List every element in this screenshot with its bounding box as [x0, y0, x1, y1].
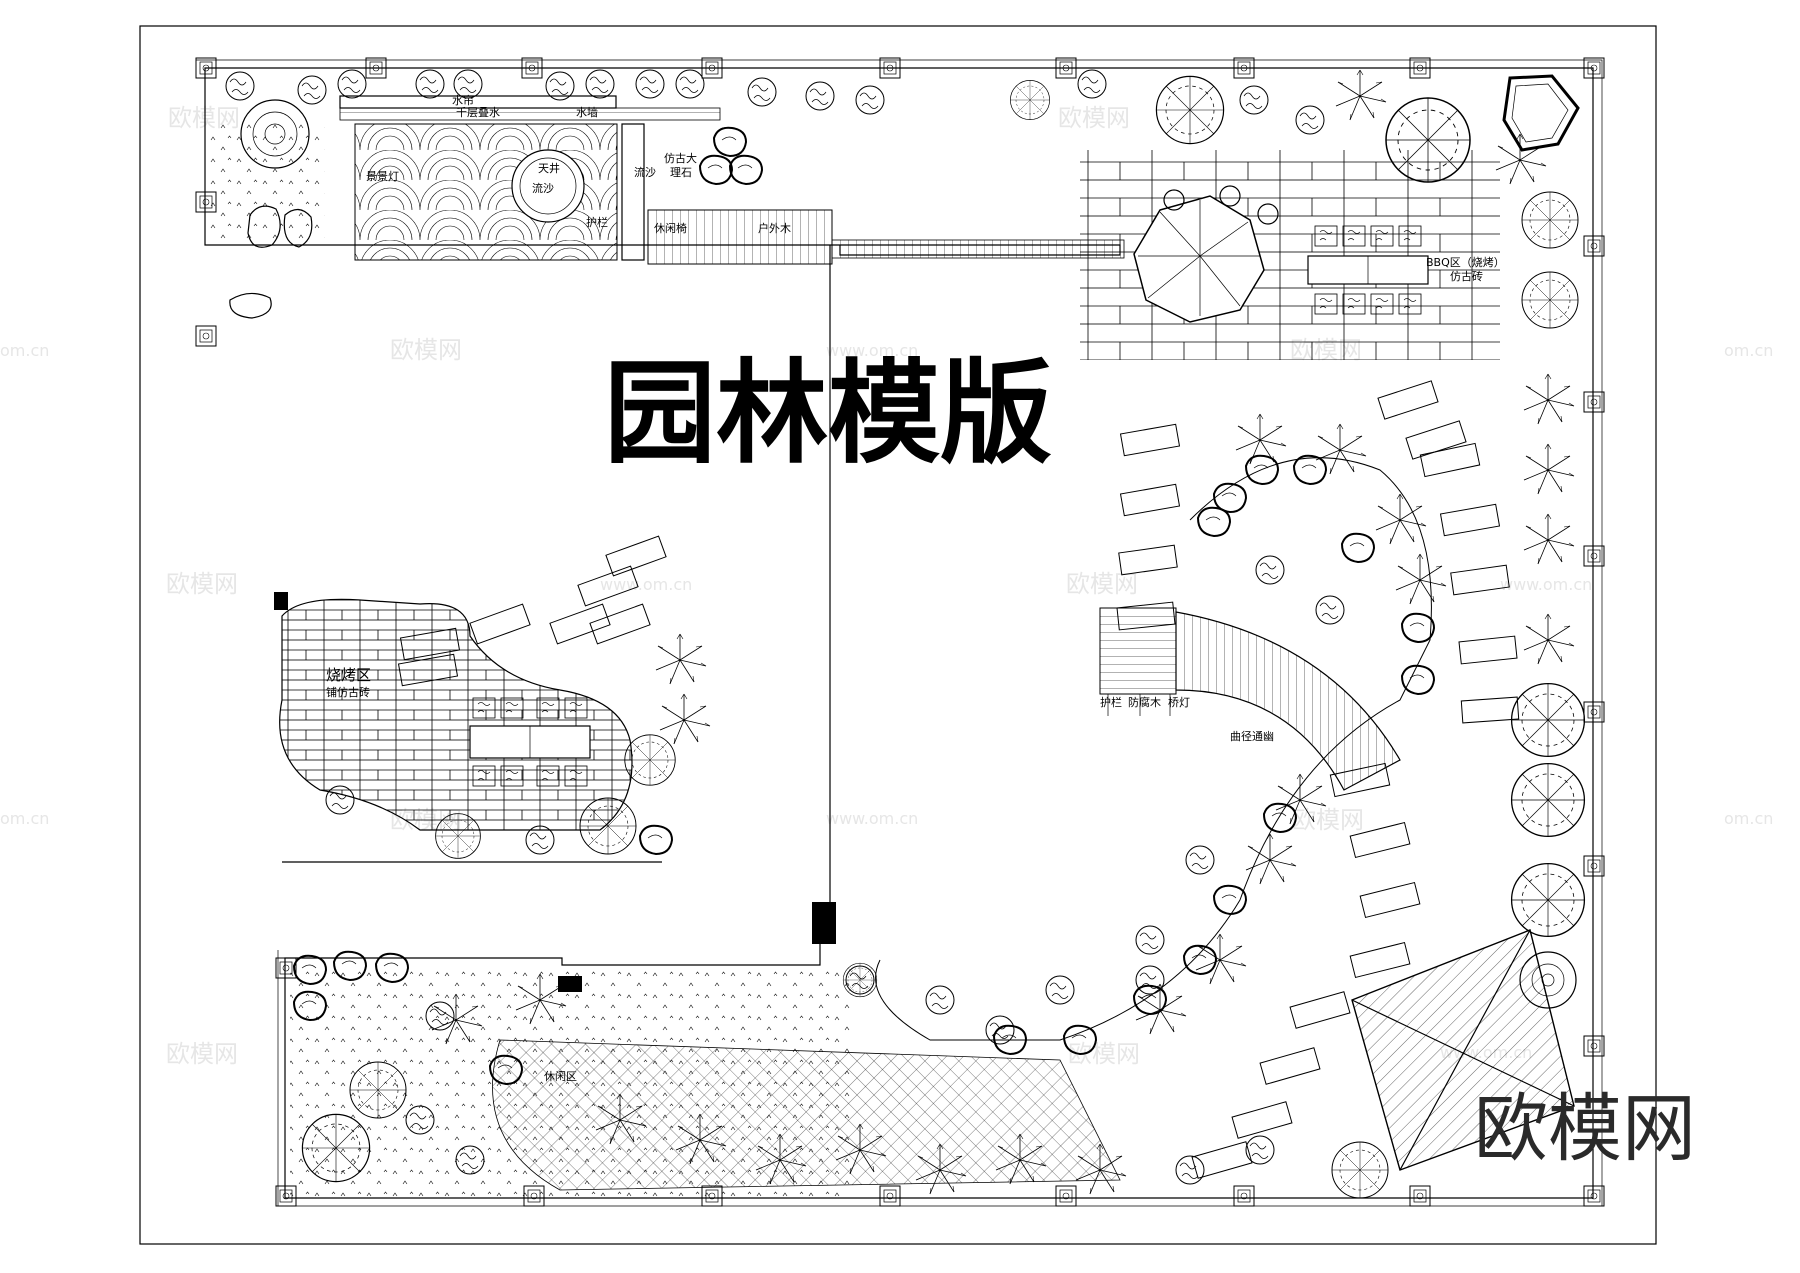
label-leisure-chair: 休闲椅	[654, 221, 687, 235]
label-cascade: 千层叠水	[456, 106, 500, 119]
label-bbq-area: 烧烤区	[326, 666, 371, 684]
cascade-channel	[339, 107, 721, 121]
label-bridge-lamp: 桥灯	[1168, 696, 1190, 709]
svg-text:www.om.cn: www.om.cn	[826, 341, 918, 360]
svg-text:www.om.cn: www.om.cn	[826, 809, 918, 828]
label-marble-rock-2: 理石	[670, 166, 692, 179]
skylight-circle	[511, 149, 585, 223]
label-antique-brick-left: 铺仿古砖	[326, 685, 370, 699]
svg-text:om.cn: om.cn	[0, 341, 49, 360]
wall-block-2	[558, 976, 582, 992]
svg-text:欧模网: 欧模网	[390, 336, 462, 364]
arched-bridge	[1175, 611, 1401, 791]
label-winding-path: 曲径通幽	[1230, 730, 1274, 743]
label-flowing-sand-center: 流沙	[532, 181, 554, 195]
label-skylight: 天井	[538, 161, 560, 175]
label-bbq-zone: BBQ区（烧烤）	[1426, 255, 1505, 269]
svg-text:www.om.cn: www.om.cn	[600, 575, 692, 594]
sheet-border	[139, 25, 1657, 1245]
label-marble-rock-1: 仿古大	[664, 151, 697, 165]
rock-cluster-top	[699, 126, 763, 185]
right-tree-column	[1510, 191, 1586, 938]
label-guardrail-top: 护栏	[586, 215, 608, 229]
bottom-garden	[290, 950, 1389, 1200]
svg-text:欧模网: 欧模网	[166, 1040, 238, 1068]
wall-block-1	[812, 902, 836, 944]
label-water-curtain: 水帘	[452, 93, 474, 107]
bbq-area-left	[279, 535, 711, 863]
rest-area-paving	[492, 1039, 1121, 1191]
svg-text:om.cn: om.cn	[0, 809, 49, 828]
label-scene-lamp: 景景灯	[366, 170, 399, 183]
gazebo-roof	[1351, 929, 1575, 1171]
wall-block-3	[274, 592, 288, 610]
zen-garden	[205, 95, 1125, 319]
label-rot-wood: 防腐木	[1128, 695, 1161, 709]
label-rest-area: 休闲区	[544, 1069, 577, 1083]
svg-text:欧模网: 欧模网	[1292, 806, 1364, 834]
svg-text:om.cn: om.cn	[1724, 809, 1773, 828]
page-title: 园林模版	[604, 349, 1052, 479]
label-outdoor-wood: 户外木	[758, 221, 791, 235]
label-antique-brick-right: 仿古砖	[1450, 269, 1483, 283]
curved-planting-bed	[875, 413, 1447, 1055]
label-flowing-sand: 流沙	[634, 165, 656, 179]
outdoor-wood-deck	[647, 209, 833, 265]
plan-labels: 水帘 千层叠水 水墙 景景灯 天井 流沙 护栏 流沙 仿古大 理石 休闲椅 户外…	[326, 93, 1505, 1083]
svg-text:om.cn: om.cn	[1724, 341, 1773, 360]
bridge-area	[1099, 607, 1401, 791]
umbrella-table	[1133, 185, 1279, 323]
rock-feature-topright	[1502, 74, 1580, 152]
brand-logo: 欧模网	[1474, 1086, 1696, 1172]
svg-text:www.om.cn: www.om.cn	[1500, 575, 1592, 594]
label-guardrail: 护栏	[1100, 695, 1122, 709]
svg-text:欧模网: 欧模网	[1058, 104, 1130, 132]
svg-text:欧模网: 欧模网	[166, 570, 238, 598]
label-water-wall: 水墙	[576, 105, 598, 119]
bbq-tables-right	[1307, 225, 1429, 315]
